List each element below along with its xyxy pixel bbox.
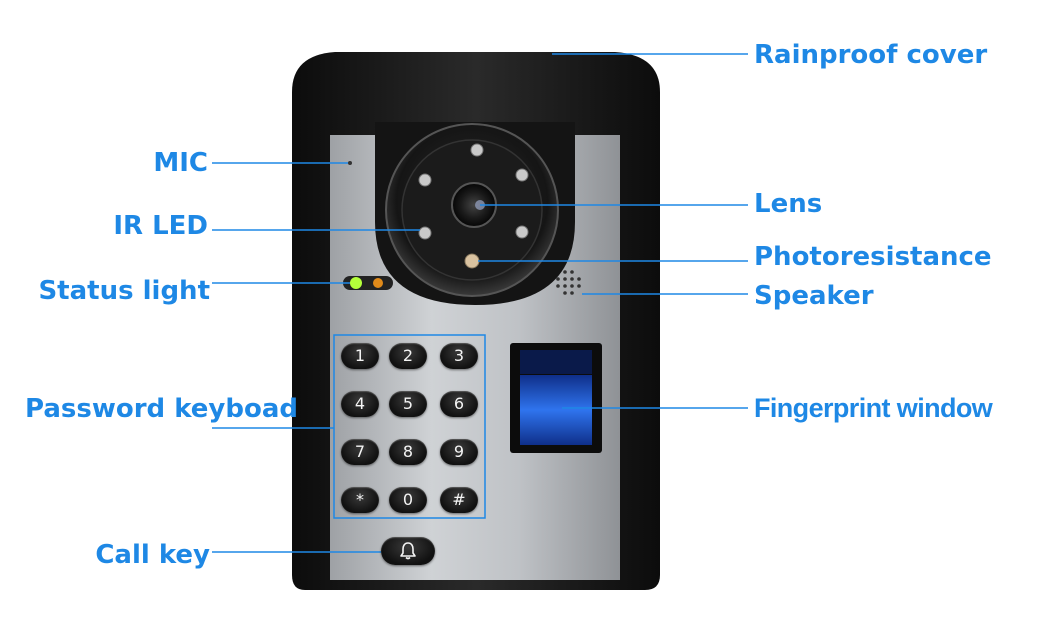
keypad-key-0[interactable]: 0 [389,487,427,513]
keypad-key-3[interactable]: 3 [440,343,478,369]
keypad-key-9[interactable]: 9 [440,439,478,465]
keypad-frame [333,334,486,519]
mic-hole [348,161,352,165]
ir-led [515,225,529,239]
ir-led [515,168,529,182]
label-rainproof-cover: Rainproof cover [754,40,988,70]
label-call-key: Call key [95,540,210,570]
ir-led [418,226,432,240]
ir-led-group [418,143,529,240]
leader-lines [212,53,748,553]
status-light-green [350,277,362,289]
label-mic: MIC [153,148,208,178]
label-password-keyboard: Password keyboad [24,394,298,424]
ir-led [470,143,484,157]
status-light-orange [373,278,383,288]
keypad-key-8[interactable]: 8 [389,439,427,465]
keypad-key-hash[interactable]: # [440,487,478,513]
label-status-light: Status light [38,276,210,306]
ir-led [418,173,432,187]
keypad-key-1[interactable]: 1 [341,343,379,369]
label-ir-led: IR LED [113,211,208,241]
keypad-key-star[interactable]: * [341,487,379,513]
keypad-key-6[interactable]: 6 [440,391,478,417]
keypad-key-5[interactable]: 5 [389,391,427,417]
keypad-key-4[interactable]: 4 [341,391,379,417]
call-key-button[interactable] [381,537,435,565]
keypad-key-7[interactable]: 7 [341,439,379,465]
fingerprint-sensor [520,375,592,445]
label-photoresistance: Photoresistance [754,242,992,272]
label-speaker: Speaker [754,281,874,311]
label-lens: Lens [754,189,823,219]
speaker-grille [556,270,581,295]
label-fingerprint-window: Fingerprint window [754,393,993,423]
bell-icon [400,542,416,560]
fingerprint-glass [520,350,592,374]
keypad-key-2[interactable]: 2 [389,343,427,369]
photoresistor [464,253,480,269]
